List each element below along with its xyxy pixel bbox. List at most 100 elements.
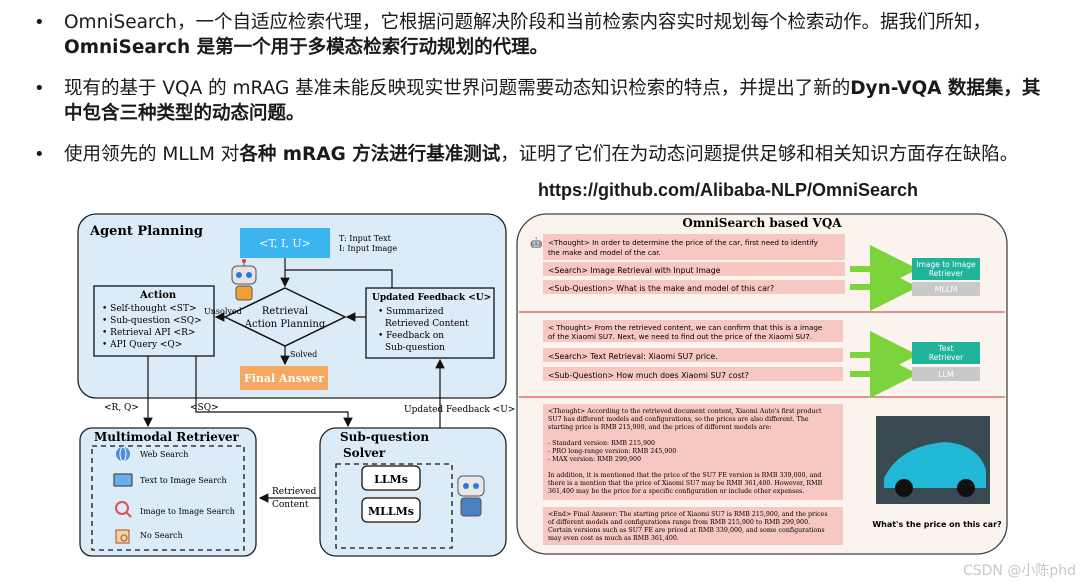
s2-search: <Search> Text Retrieval: Xiaomi SU7 pric… (548, 352, 718, 361)
no-search-icon (115, 529, 130, 544)
feedback-3: • Feedback on (378, 331, 444, 341)
mllms-box (361, 497, 421, 523)
action-4: • API Query <Q> (102, 340, 182, 350)
retriever-item-image-image: Image to Image Search (140, 507, 235, 516)
s1-thought-box (543, 234, 845, 260)
bullet-3: •使用领先的 MLLM 对各种 mRAG 方法进行基准测试，证明了它们在为动态问… (34, 144, 1019, 165)
bullet-1-bold: OmniSearch 是第一个用于多模态检索行动规划的代理。 (64, 37, 549, 58)
arrow-updated-label: Updated Feedback <U> (404, 405, 515, 415)
s2-sub-box (543, 367, 843, 381)
action-3: • Retrieval API <R> (102, 328, 195, 338)
s1-tool1-a: Image to Image (916, 260, 976, 269)
s2-thought-1: < Thought> From the retrieved content, w… (548, 323, 823, 332)
s1-thought-1: <Thought> In order to determine the pric… (548, 238, 819, 247)
watermark: CSDN @小陈phd (962, 563, 1076, 579)
svg-text:- Standard version: RMB 215,90: - Standard version: RMB 215,900 (548, 440, 655, 447)
action-title: Action (139, 290, 177, 301)
s2-search-box (543, 348, 843, 362)
s2-tool-retriever (912, 342, 980, 364)
planning-line-1: Retrieval (262, 306, 308, 317)
retriever-title: Multimodal Retriever (94, 430, 240, 444)
s1-search: <Search> Image Retrieval with Input Imag… (548, 266, 721, 275)
robot-icon-1: 🤖 (530, 236, 542, 249)
svg-text:Certain versions such as SU7 F: Certain versions such as SU7 FE are pric… (548, 527, 825, 534)
s1-sub: <Sub-Question> What is the make and mode… (548, 284, 774, 293)
s1-tool1-b: Retriever (929, 269, 964, 278)
s1-search-box (543, 262, 845, 276)
s1-tool-mllm (912, 282, 980, 296)
input-legend-i: I: Input Image (339, 244, 397, 253)
input-label: <T, I, U> (259, 237, 311, 250)
svg-text:may even cost as much as RMB 3: may even cost as much as RMB 361,400. (548, 535, 679, 542)
svg-text:SU7 has different models and c: SU7 has different models and configurati… (548, 416, 809, 423)
bullet-2-bold: Dyn-VQA 数据集，其中包含三种类型的动态问题。 (64, 78, 1041, 124)
s3-end-box (543, 507, 843, 545)
bullet-list: •OmniSearch，一个自适应检索代理，它根据问题解决阶段和当前检索内容实时… (28, 10, 1058, 183)
s2-sub: <Sub-Question> How much does Xiaomi SU7 … (548, 371, 749, 380)
s2-tool1-b: Retriever (929, 353, 964, 362)
arrow-sq-label: <SQ> (190, 403, 219, 413)
retrieved-content-1: Retrieved (272, 487, 317, 497)
svg-text:In addition, it is mentioned t: In addition, it is mentioned that the pr… (548, 472, 821, 479)
s2-tool2: LLM (938, 370, 954, 379)
bullet-2: •现有的基于 VQA 的 mRAG 基准未能反映现实世界问题需要动态知识检索的特… (34, 78, 1041, 124)
retriever-item-web: Web Search (140, 450, 188, 459)
image-to-image-icon (115, 501, 132, 518)
svg-text:<End> Final Answer: The starti: <End> Final Answer: The starting price o… (548, 511, 828, 518)
s1-tool-retriever (912, 258, 980, 280)
solver-robot-icon (457, 475, 485, 517)
s3-thought-box (543, 404, 843, 500)
bullet-1: •OmniSearch，一个自适应检索代理，它根据问题解决阶段和当前检索内容实时… (34, 12, 992, 58)
mllms-label: MLLMs (368, 505, 414, 518)
bullet-1-text: OmniSearch，一个自适应检索代理，它根据问题解决阶段和当前检索内容实时规… (64, 12, 992, 33)
llms-label: LLMs (374, 473, 408, 486)
s2-tool1-a: Text (937, 344, 953, 353)
action-2: • Sub-question <SQ> (102, 316, 202, 326)
svg-text:361,400 may be the price for a: 361,400 may be the price for a specific … (548, 488, 804, 495)
input-legend-t: T: Input Text (339, 234, 392, 243)
retriever-item-none: No Search (140, 531, 183, 540)
vqa-title: OmniSearch based VQA (682, 216, 842, 230)
solved-label: Solved (290, 350, 317, 359)
feedback-title: Updated Feedback <U> (372, 293, 491, 303)
solver-box (319, 427, 507, 557)
llms-box (361, 465, 421, 491)
web-search-icon (116, 446, 130, 462)
solver-title-2: Solver (343, 446, 386, 460)
s1-thought-2: the make and model of the car. (548, 248, 661, 257)
s2-tool-llm (912, 367, 980, 381)
svg-text:starting price is RMB 215,900,: starting price is RMB 215,900, and the p… (548, 424, 771, 431)
retrieved-content-2: Content (272, 500, 309, 510)
feedback-box (365, 287, 495, 359)
s3-end-lines: <End> Final Answer: The starting price o… (548, 511, 828, 542)
feedback-2: Retrieved Content (385, 319, 469, 329)
bullet-2-text: 现有的基于 VQA 的 mRAG 基准未能反映现实世界问题需要动态知识检索的特点… (64, 78, 851, 99)
question-label: What's the price on this car? (872, 520, 1002, 529)
github-link[interactable]: https://github.com/Alibaba-NLP/OmniSearc… (538, 180, 919, 200)
final-answer-box (240, 366, 328, 390)
s2-thought-2: of the Xiaomi SU7. Next, we need to find… (548, 332, 812, 341)
planning-line-2: Action Planning (244, 319, 326, 330)
final-answer-label: Final Answer (244, 372, 324, 385)
s1-sub-box (543, 280, 845, 294)
arrow-rq-label: <R, Q> (104, 403, 139, 413)
agent-planning-title: Agent Planning (89, 224, 203, 239)
action-1: • Self-thought <ST> (102, 304, 197, 314)
svg-text:of different models and config: of different models and configurations r… (548, 519, 810, 526)
solver-title-1: Sub-question (340, 430, 429, 444)
svg-text:- PRO long-range version: RMB: - PRO long-range version: RMB 245,900 (548, 448, 676, 455)
svg-text:<Thought> According to the ret: <Thought> According to the retrieved doc… (548, 408, 822, 415)
retriever-item-text-image: Text to Image Search (140, 476, 227, 485)
bullet-3-bold: 各种 mRAG 方法进行基准测试 (239, 144, 501, 165)
svg-text:- MAX version: RMB 299,900: - MAX version: RMB 299,900 (548, 456, 641, 463)
feedback-1: • Summarized (378, 307, 444, 317)
feedback-4: Sub-question (385, 343, 445, 353)
action-box (93, 285, 215, 357)
s1-tool2: MLLM (935, 285, 958, 294)
svg-text:there is a mention that the pr: there is a mention that the price of Xia… (548, 480, 823, 487)
text-to-image-icon (113, 473, 133, 487)
s2-thought-box (543, 320, 843, 342)
bullet-3-text: 使用领先的 MLLM 对 (64, 144, 240, 165)
s3-thought-lines: <Thought> According to the retrieved doc… (548, 408, 823, 495)
